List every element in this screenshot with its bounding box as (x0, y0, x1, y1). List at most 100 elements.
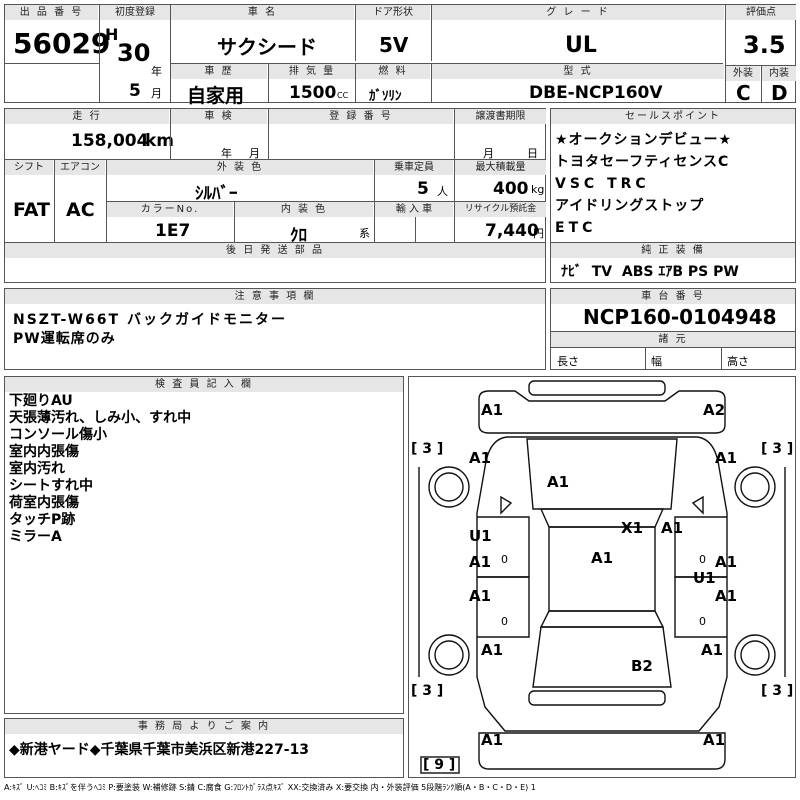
month-unit: 月 (151, 87, 162, 100)
shift-label: シフト (5, 160, 53, 175)
damage-mark: A1 (469, 553, 492, 571)
exterior-score: C (736, 81, 751, 105)
score-label: 評価点 (726, 5, 796, 20)
tire-tread-rr: [ 3 ] (761, 683, 794, 699)
damage-mark: A1 (591, 549, 614, 567)
damage-mark: A1 (703, 731, 726, 749)
color-label: 外 装 色 (107, 160, 373, 175)
max-load-label: 最大積載量 (455, 160, 546, 175)
zero-mark: 0 (501, 615, 508, 628)
mileage-label: 走 行 (5, 109, 169, 124)
max-load-unit: kg (531, 183, 545, 196)
zero-mark: 0 (699, 553, 706, 566)
color-no: 1E7 (155, 221, 191, 241)
inspector-label: 検 査 員 記 入 欄 (5, 377, 403, 392)
car-diagram (418, 380, 786, 774)
damage-mark: X1 (621, 519, 644, 537)
shift: FAT (13, 199, 50, 221)
inspector-note: コンソール傷小 (9, 427, 107, 443)
first-reg-label: 初度登録 (100, 5, 170, 20)
reg-month: 5 (129, 81, 141, 101)
inspector-note: 室内汚れ (9, 461, 65, 477)
cc-unit: CC (337, 91, 349, 100)
transfer-day-unit: 日 (527, 147, 538, 160)
inspector-note: 荷室内張傷 (9, 495, 79, 511)
inspection-label: 車 検 (171, 109, 267, 124)
chassis-block: 車 台 番 号 NCP160-0104948 諸 元 長さ 幅 高さ (550, 288, 796, 370)
import-label: 輸 入 車 (375, 202, 453, 217)
model: DBE-NCP160V (529, 83, 663, 103)
notes-block: 注 意 事 項 欄 NSZT-W66T バックガイドモニター PW運転席のみ (4, 288, 546, 370)
insp-year-unit: 年 (221, 147, 232, 160)
doors: 5V (379, 33, 409, 57)
inspector-note: 下廻りAU (9, 393, 73, 409)
damage-mark: A1 (715, 553, 738, 571)
office-label: 事 務 局 よ り ご 案 内 (5, 719, 403, 734)
recycle: 7,440 (485, 221, 539, 241)
inspector-note: 室内内張傷 (9, 444, 79, 460)
office-text: ◆新港ヤード◆千葉県千葉市美浜区新港227-13 (9, 742, 310, 758)
reg-year: 30 (117, 39, 151, 67)
tire-tread-fr: [ 3 ] (761, 441, 794, 457)
chassis-number: NCP160-0104948 (583, 305, 777, 329)
interior-color-unit: 系 (359, 227, 370, 240)
grade: UL (565, 33, 597, 58)
sales-point: トヨタセーフティセンスC (555, 154, 730, 170)
office-block: 事 務 局 よ り ご 案 内 ◆新港ヤード◆千葉県千葉市美浜区新港227-13 (4, 718, 404, 778)
damage-mark: A1 (661, 519, 684, 537)
tire-tread-spare: [ 9 ] (423, 757, 456, 773)
inspector-block: 検 査 員 記 入 欄 下廻りAU 天張薄汚れ、しみ小、すれ中 コンソール傷小 … (4, 376, 404, 714)
history-label: 車 歴 (171, 64, 267, 79)
sales-point: アイドリングストップ (555, 198, 705, 214)
width-label: 幅 (651, 355, 662, 368)
sales-points-block: セールスポイント ★オークションデビュー★ トヨタセーフティセンスC VSC T… (550, 108, 796, 283)
interior-score: D (771, 81, 788, 105)
capacity-unit: 人 (437, 185, 448, 198)
chassis-label: 車 台 番 号 (551, 289, 795, 304)
score: 3.5 (743, 31, 786, 59)
max-load: 400 (493, 179, 529, 199)
fuel-label: 燃 料 (356, 64, 430, 79)
damage-mark: A1 (481, 401, 504, 419)
sales-points-label: セールスポイント (551, 109, 795, 124)
sales-point: VSC TRC (555, 176, 650, 192)
damage-mark: B2 (631, 657, 653, 675)
inspector-note: タッチP跡 (9, 512, 76, 528)
header-row-1: 出 品 番 号 56029 初度登録 H 30 年 5 月 車 名 サクシード … (4, 4, 796, 107)
transfer-label: 譲渡書期限 (455, 109, 546, 124)
damage-mark: A1 (469, 587, 492, 605)
lot-label: 出 品 番 号 (5, 5, 98, 20)
ac: AC (66, 199, 95, 221)
damage-mark: U1 (693, 569, 716, 587)
note-line: NSZT-W66T バックガイドモニター (13, 312, 287, 328)
inspector-note: 天張薄汚れ、しみ小、すれ中 (9, 410, 192, 426)
specs-label: 諸 元 (551, 332, 795, 347)
model-label: 型 式 (432, 64, 724, 79)
damage-mark: A1 (469, 449, 492, 467)
fuel: ｶﾞｿﾘﾝ (369, 89, 402, 104)
interior-label: 内装 (762, 66, 796, 81)
equipment-label: 純 正 装 備 (551, 243, 795, 258)
car-name: サクシード (217, 35, 317, 59)
year-unit: 年 (151, 65, 162, 78)
inspector-note: シートすれ中 (9, 478, 93, 494)
recycle-unit: 円 (533, 227, 544, 240)
tire-tread-rl: [ 3 ] (411, 683, 444, 699)
color-no-label: カラーNo. (107, 202, 233, 217)
zero-mark: 0 (699, 615, 706, 628)
damage-mark: A1 (481, 731, 504, 749)
displacement: 1500 (289, 83, 337, 103)
details-block: 走 行 158,004 km 車 検 年 月 登 録 番 号 譲渡書期限 月 日… (4, 108, 546, 283)
capacity: 5 (417, 179, 429, 199)
sales-point: ETC (555, 220, 597, 236)
damage-mark: A1 (481, 641, 504, 659)
recycle-label: リサイクル預託金 (455, 202, 546, 217)
era: H (105, 25, 119, 44)
legend: A:ｷｽﾞ U:ﾍｺﾐ B:ｷｽﾞを伴うﾍｺﾐ P:要塗装 W:補修跡 S:錆 … (4, 783, 536, 792)
notes-label: 注 意 事 項 欄 (5, 289, 545, 304)
grade-label: グ レ ー ド (432, 5, 724, 20)
transfer-month-unit: 月 (483, 147, 494, 160)
displacement-label: 排 気 量 (269, 64, 355, 79)
damage-mark: A1 (701, 641, 724, 659)
color: ｼﾙﾊﾞｰ (195, 184, 238, 204)
